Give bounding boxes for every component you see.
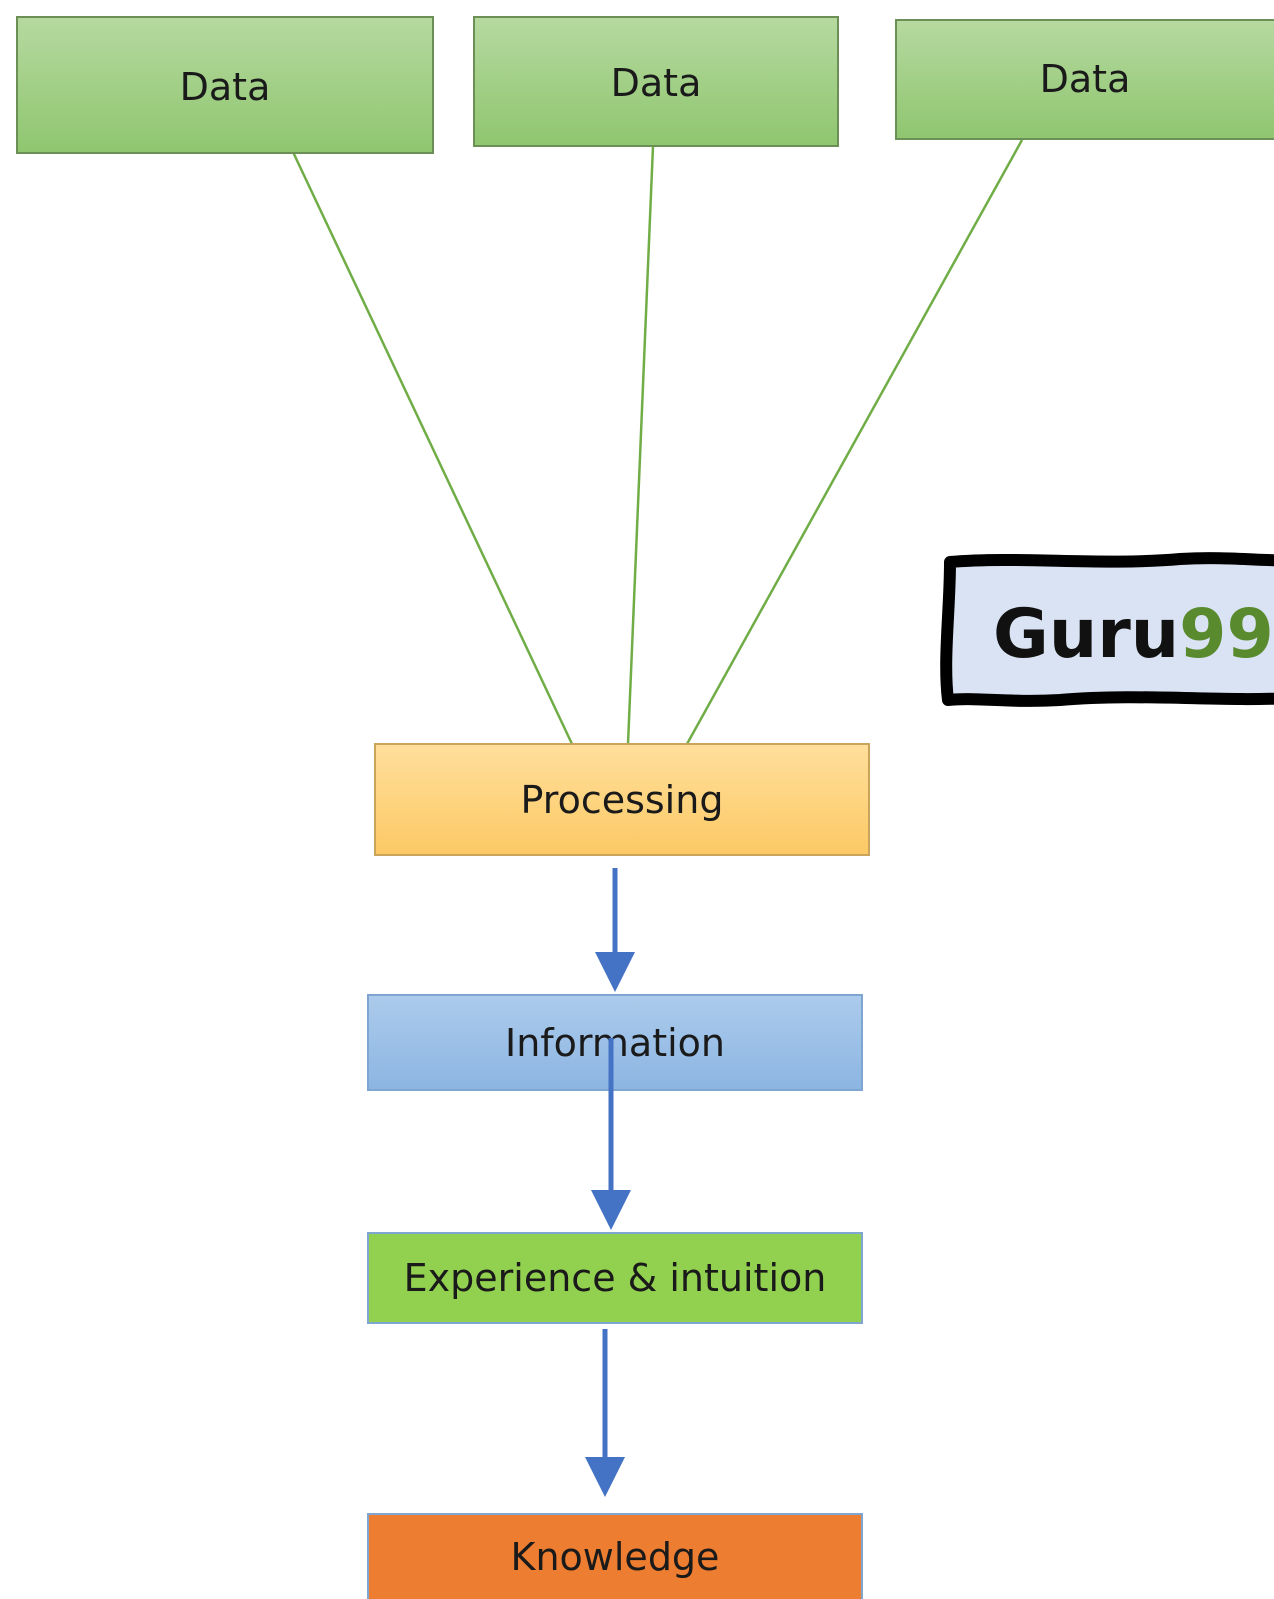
processing-box: Processing bbox=[374, 743, 870, 856]
processing-label: Processing bbox=[521, 778, 724, 822]
data-connector-line-2 bbox=[626, 145, 655, 745]
information-box: Information bbox=[367, 994, 863, 1091]
data-box-3: Data bbox=[895, 19, 1274, 140]
information-label: Information bbox=[505, 1021, 725, 1065]
logo-number: 99 bbox=[1179, 595, 1274, 674]
data-box-label: Data bbox=[1040, 57, 1131, 101]
guru99-logo: Guru99.c bbox=[940, 552, 1274, 707]
data-box-1: Data bbox=[16, 16, 434, 154]
logo-name: Guru bbox=[993, 595, 1179, 674]
knowledge-label: Knowledge bbox=[511, 1535, 720, 1579]
experience-intuition-label: Experience & intuition bbox=[404, 1256, 827, 1300]
svg-text:Guru99.c: Guru99.c bbox=[993, 595, 1274, 674]
data-box-2: Data bbox=[473, 16, 839, 147]
data-box-label: Data bbox=[611, 61, 702, 105]
data-connector-line-1 bbox=[291, 151, 574, 745]
knowledge-box: Knowledge bbox=[367, 1513, 863, 1599]
data-connector-line-3 bbox=[685, 139, 1024, 745]
experience-intuition-box: Experience & intuition bbox=[367, 1232, 863, 1324]
data-box-label: Data bbox=[180, 65, 271, 109]
